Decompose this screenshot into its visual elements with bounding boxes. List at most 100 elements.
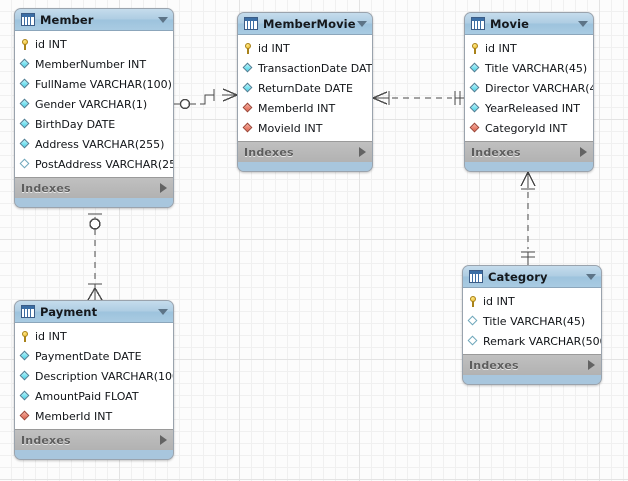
key-icon — [468, 295, 479, 307]
table-header-movie[interactable]: Movie — [465, 13, 593, 35]
red-diamond-icon — [20, 411, 31, 422]
column-label: ReturnDate DATE — [258, 81, 353, 95]
triangle-right-icon[interactable] — [359, 147, 366, 157]
table-icon — [471, 17, 485, 30]
column-row[interactable]: id INT — [465, 38, 593, 58]
relationship-movie-category[interactable] — [520, 171, 536, 265]
table-title: Movie — [490, 16, 530, 31]
diamond-icon — [20, 391, 31, 402]
key-icon — [20, 330, 31, 342]
diamond-icon — [243, 63, 254, 74]
column-list: id INT Title VARCHAR(45) Director VARCHAR(… — [465, 35, 593, 141]
table-header-member[interactable]: Member — [15, 9, 173, 31]
column-row[interactable]: CategoryId INT — [465, 118, 593, 138]
column-label: MemberId INT — [258, 101, 336, 115]
relationship-membermovie-movie[interactable] — [372, 91, 464, 105]
column-list: id INT MemberNumber INT FullName VARCHAR(1… — [15, 31, 173, 177]
column-row[interactable]: AmountPaid FLOAT — [15, 386, 173, 406]
chevron-down-icon[interactable] — [158, 308, 168, 315]
diamond-icon — [20, 139, 31, 150]
indexes-label: Indexes — [471, 145, 521, 159]
column-row[interactable]: Title VARCHAR(45) — [463, 311, 601, 331]
red-diamond-icon — [470, 123, 481, 134]
column-label: AmountPaid FLOAT — [35, 389, 139, 403]
table-icon — [21, 305, 35, 318]
column-label: BirthDay DATE — [35, 117, 116, 131]
column-row[interactable]: id INT — [238, 38, 372, 58]
chevron-down-icon[interactable] — [158, 16, 168, 23]
diamond-icon — [470, 103, 481, 114]
key-icon — [243, 42, 254, 54]
indexes-label: Indexes — [21, 433, 71, 447]
relationship-member-payment[interactable] — [87, 213, 103, 301]
column-row[interactable]: Description VARCHAR(100) — [15, 366, 173, 386]
column-row[interactable]: Title VARCHAR(45) — [465, 58, 593, 78]
chevron-down-icon[interactable] — [357, 20, 367, 27]
table-icon — [469, 270, 483, 283]
column-row[interactable]: MovieId INT — [238, 118, 372, 138]
column-row[interactable]: MemberNumber INT — [15, 54, 173, 74]
table-footer — [15, 198, 173, 207]
table-header-payment[interactable]: Payment — [15, 301, 173, 323]
triangle-right-icon[interactable] — [160, 183, 167, 193]
triangle-right-icon[interactable] — [580, 147, 587, 157]
column-row[interactable]: TransactionDate DATE — [238, 58, 372, 78]
triangle-right-icon[interactable] — [160, 435, 167, 445]
column-label: PaymentDate DATE — [35, 349, 142, 363]
column-row[interactable]: Remark VARCHAR(500) — [463, 331, 601, 351]
table-title: Category — [488, 269, 548, 284]
column-row[interactable]: id INT — [463, 291, 601, 311]
column-row[interactable]: FullName VARCHAR(100) — [15, 74, 173, 94]
indexes-label: Indexes — [244, 145, 294, 159]
indexes-bar[interactable]: Indexes — [465, 141, 593, 162]
table-card-payment[interactable]: Payment id INT PaymentDate DATE Description… — [14, 300, 174, 460]
column-row[interactable]: PostAddress VARCHAR(255) — [15, 154, 173, 174]
column-label: Title VARCHAR(45) — [485, 61, 588, 75]
indexes-label: Indexes — [469, 358, 519, 372]
hollow-diamond-icon — [468, 336, 479, 347]
column-row[interactable]: Gender VARCHAR(1) — [15, 94, 173, 114]
column-row[interactable]: BirthDay DATE — [15, 114, 173, 134]
table-title: Member — [40, 12, 94, 27]
column-row[interactable]: id INT — [15, 34, 173, 54]
table-card-member[interactable]: Member id INT MemberNumber INT FullName VAR… — [14, 8, 174, 208]
diamond-icon — [470, 83, 481, 94]
column-label: Title VARCHAR(45) — [483, 314, 586, 328]
column-row[interactable]: Address VARCHAR(255) — [15, 134, 173, 154]
table-title: MemberMovie — [263, 16, 356, 31]
column-row[interactable]: ReturnDate DATE — [238, 78, 372, 98]
indexes-bar[interactable]: Indexes — [15, 177, 173, 198]
column-row[interactable]: MemberId INT — [238, 98, 372, 118]
chevron-down-icon[interactable] — [586, 273, 596, 280]
column-list: id INT PaymentDate DATE Description VARCHA… — [15, 323, 173, 429]
table-footer — [465, 162, 593, 171]
table-header-category[interactable]: Category — [463, 266, 601, 288]
table-card-movie[interactable]: Movie id INT Title VARCHAR(45) Director VAR… — [464, 12, 594, 172]
indexes-bar[interactable]: Indexes — [238, 141, 372, 162]
column-row[interactable]: MemberId INT — [15, 406, 173, 426]
key-icon — [470, 42, 481, 54]
column-label: Address VARCHAR(255) — [35, 137, 165, 151]
indexes-bar[interactable]: Indexes — [15, 429, 173, 450]
column-row[interactable]: id INT — [15, 326, 173, 346]
column-label: Description VARCHAR(100) — [35, 369, 174, 383]
chevron-down-icon[interactable] — [578, 20, 588, 27]
column-row[interactable]: Director VARCHAR(45) — [465, 78, 593, 98]
column-row[interactable]: YearReleased INT — [465, 98, 593, 118]
column-label: Director VARCHAR(45) — [485, 81, 593, 95]
indexes-bar[interactable]: Indexes — [463, 354, 601, 375]
diamond-icon — [470, 63, 481, 74]
table-header-membermovie[interactable]: MemberMovie — [238, 13, 372, 35]
column-label: id INT — [35, 37, 67, 51]
triangle-right-icon[interactable] — [588, 360, 595, 370]
table-card-category[interactable]: Category id INT Title VARCHAR(45) Remark VA… — [462, 265, 602, 385]
relationship-member-membermovie[interactable] — [174, 88, 238, 110]
table-footer — [15, 450, 173, 459]
column-label: MemberId INT — [35, 409, 113, 423]
column-label: MemberNumber INT — [35, 57, 147, 71]
column-label: id INT — [483, 294, 515, 308]
diamond-icon — [20, 79, 31, 90]
column-row[interactable]: PaymentDate DATE — [15, 346, 173, 366]
